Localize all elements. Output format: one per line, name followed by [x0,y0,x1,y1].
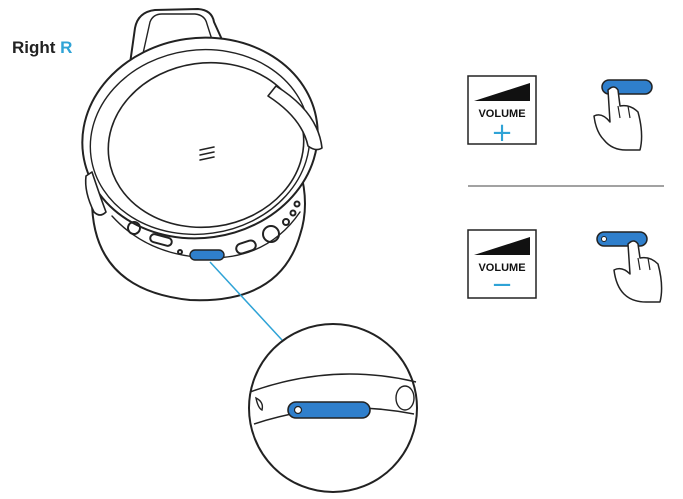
slider-dot [293,405,303,415]
callout-line [209,261,283,341]
zoomed-volume-slider [287,401,371,419]
headphone-ear-cup-illustration [81,8,323,302]
side-label-text: Right [12,38,56,57]
volume-down-icon: VOLUME − [467,229,537,300]
volume-down-symbol: − [491,270,513,300]
volume-up-icon: VOLUME + [467,75,537,148]
swipe-left-finger-icon [596,231,663,303]
volume-down-label: VOLUME [478,262,525,274]
volume-up-label: VOLUME [478,108,525,120]
swipe-right-finger-icon [593,79,653,151]
side-letter: R [60,38,73,57]
volume-up-symbol: + [491,118,513,148]
side-label: Right R [12,38,72,58]
volume-slider[interactable] [189,249,225,261]
